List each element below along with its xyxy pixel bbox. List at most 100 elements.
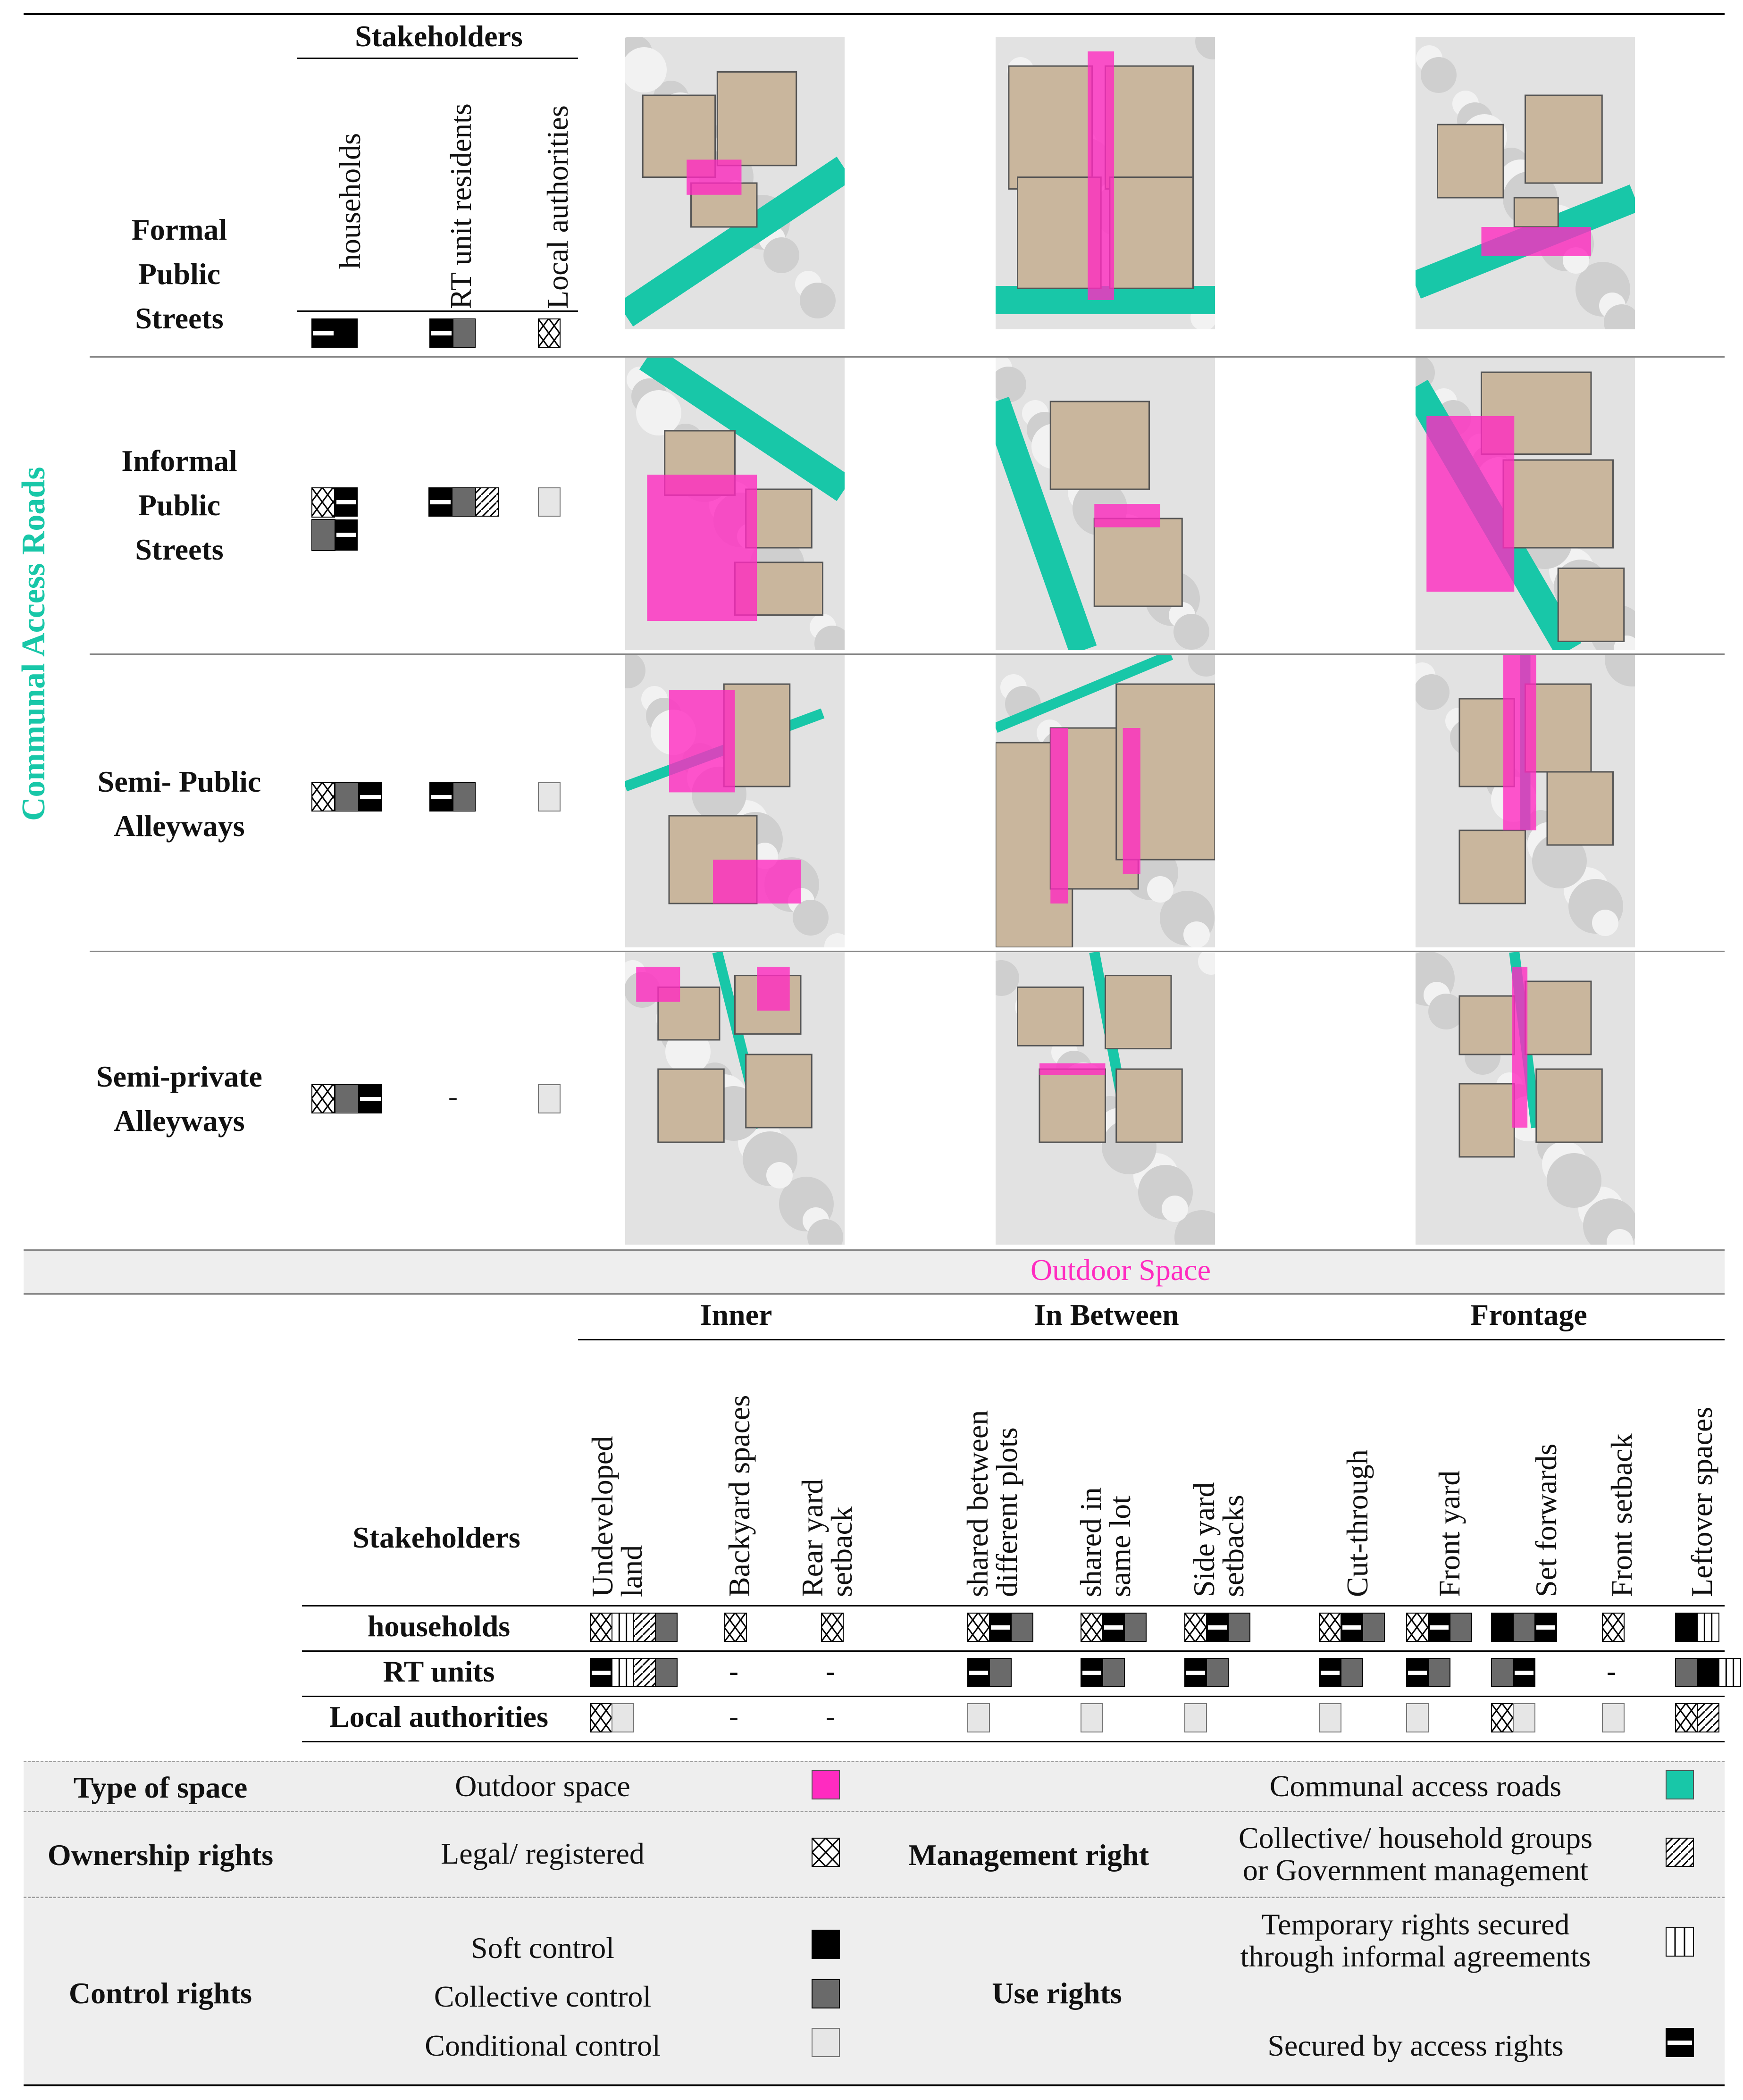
soft-control-swatch [812,1930,840,1959]
building-footprint [1525,980,1592,1055]
bottom-cell-dash-1-9: - [1607,1656,1616,1687]
map-vegetation [807,1219,843,1245]
communal-roads-swatch [1666,1770,1694,1799]
outdoor-space-area [1039,1063,1106,1075]
top-col-rt-unit-residents: RT unit residents [444,103,478,309]
map-panel-r4-c1 [625,952,845,1245]
group-inner: Inner [700,1298,772,1331]
map-vegetation [1592,910,1618,936]
bottom-cell-icons-0-8 [1491,1613,1557,1642]
bottom-row-rule-1 [302,1650,1725,1652]
bottom-col-header-5-0: Side yard [1187,1482,1221,1598]
map-vegetation [1162,1196,1188,1222]
map-vegetation [636,390,681,435]
bottom-cell-icons-2-3 [967,1703,990,1732]
building-footprint [1458,995,1515,1055]
side-label-communal-access-roads: Communal Access Roads [16,467,52,821]
communal-road [996,655,1173,733]
row-separator-1 [90,356,1725,358]
top-rule [24,13,1725,15]
outdoor-space-area [1503,655,1536,830]
icon-group-semipublic-local [538,782,561,812]
top-stakeholders-rule [297,58,578,59]
legend-communal-roads-label: Communal access roads [1269,1769,1562,1803]
map-vegetation [1188,655,1215,677]
bottom-cell-icons-2-9 [1602,1703,1625,1732]
bottom-cell-dash-2-2: - [826,1701,835,1732]
legend-rule-2 [24,1897,1725,1898]
bottom-col-header-3-0: shared between [961,1410,994,1597]
legend-type-of-space: Type of space [73,1771,248,1804]
bottom-col-header-4-1: same lot [1103,1495,1137,1597]
communal-road [625,157,845,326]
map-vegetation [1428,994,1464,1029]
bottom-cell-icons-2-10 [1675,1703,1719,1732]
building-footprint [1115,1068,1183,1143]
map-vegetation [1173,614,1209,650]
bottom-cell-icons-0-1 [724,1613,747,1642]
top-col-local-authorities: Local authorities [541,105,574,309]
map-vegetation [625,47,667,92]
semiprivate-rt-dash: - [448,1081,458,1112]
outdoor-space-area [1123,728,1140,874]
group-rule [578,1339,1725,1340]
outdoor-space-area [757,967,790,1011]
bottom-cell-icons-2-8 [1491,1703,1535,1732]
map-panel-r3-c2 [996,655,1215,947]
legend-ownership-rights: Ownership rights [47,1838,274,1872]
building-footprint [1502,459,1614,549]
bottom-cell-icons-1-7 [1406,1658,1450,1687]
legend-collective-control: Collective control [434,1980,652,2013]
building-footprint [1008,65,1093,190]
building-footprint [1513,197,1559,228]
icon-group-informal-households [311,487,358,551]
bottom-cell-icons-2-6 [1319,1703,1341,1732]
outdoor-space-title: Outdoor Space [1030,1253,1211,1287]
outdoor-space-area [669,690,735,793]
map-panel-r1-c2 [996,37,1215,329]
building-footprint [1039,1068,1106,1143]
bottom-col-header-0-0: Undeveloped [586,1436,619,1597]
top-col-households: households [333,133,367,269]
map-vegetation [824,933,845,947]
map-panel-r1-c3 [1416,37,1635,329]
row-label-informal-public-streets: Informal Public Streets [121,444,237,566]
outdoor-space-area [1512,967,1528,1128]
legend-collective-mgmt-icon [1666,1838,1694,1867]
row-separator-3 [90,951,1725,952]
bottom-cell-icons-2-7 [1406,1703,1429,1732]
bottom-col-header-2-0: Rear yard [796,1479,829,1597]
legend-rule-top [24,1761,1725,1762]
map-vegetation [1183,921,1210,947]
map-vegetation [1416,674,1450,710]
icon-group-semipublic-households [311,782,382,812]
bottom-col-header-4-0: shared in [1074,1487,1107,1597]
bottom-col-header-3-1: different plots [990,1427,1023,1597]
bottom-col-header-1-0: Backyard spaces [722,1395,756,1597]
legend-control-rights: Control rights [68,1976,252,2010]
legend-panel [24,1761,1725,2086]
bottom-cell-icons-1-4 [1081,1658,1125,1687]
map-vegetation [1607,1229,1633,1245]
top-stakeholders-header: Stakeholders [355,19,523,53]
bottom-cell-icons-1-10 [1675,1658,1741,1687]
conditional-control-swatch [812,2028,840,2057]
map-vegetation [996,960,1019,996]
map-vegetation [1604,304,1635,329]
legend-legal-icon [812,1838,840,1867]
outdoor-space-area [647,475,757,621]
outdoor-space-band [24,1249,1725,1295]
building-footprint [1049,401,1150,490]
map-vegetation [1605,655,1635,686]
bottom-cell-dash-1-1: - [729,1656,738,1687]
row-separator-2 [90,653,1725,655]
legal-registered-icon [538,318,561,348]
map-vegetation [1421,57,1457,93]
legend-rule-1 [24,1811,1725,1812]
building-footprint [1105,65,1194,190]
icon-group-semiprivate-households [311,1084,382,1113]
building-footprint [1525,94,1603,184]
icon-group-semipublic-rt [429,782,476,812]
map-vegetation [1198,952,1215,975]
map-vegetation [1195,37,1215,59]
